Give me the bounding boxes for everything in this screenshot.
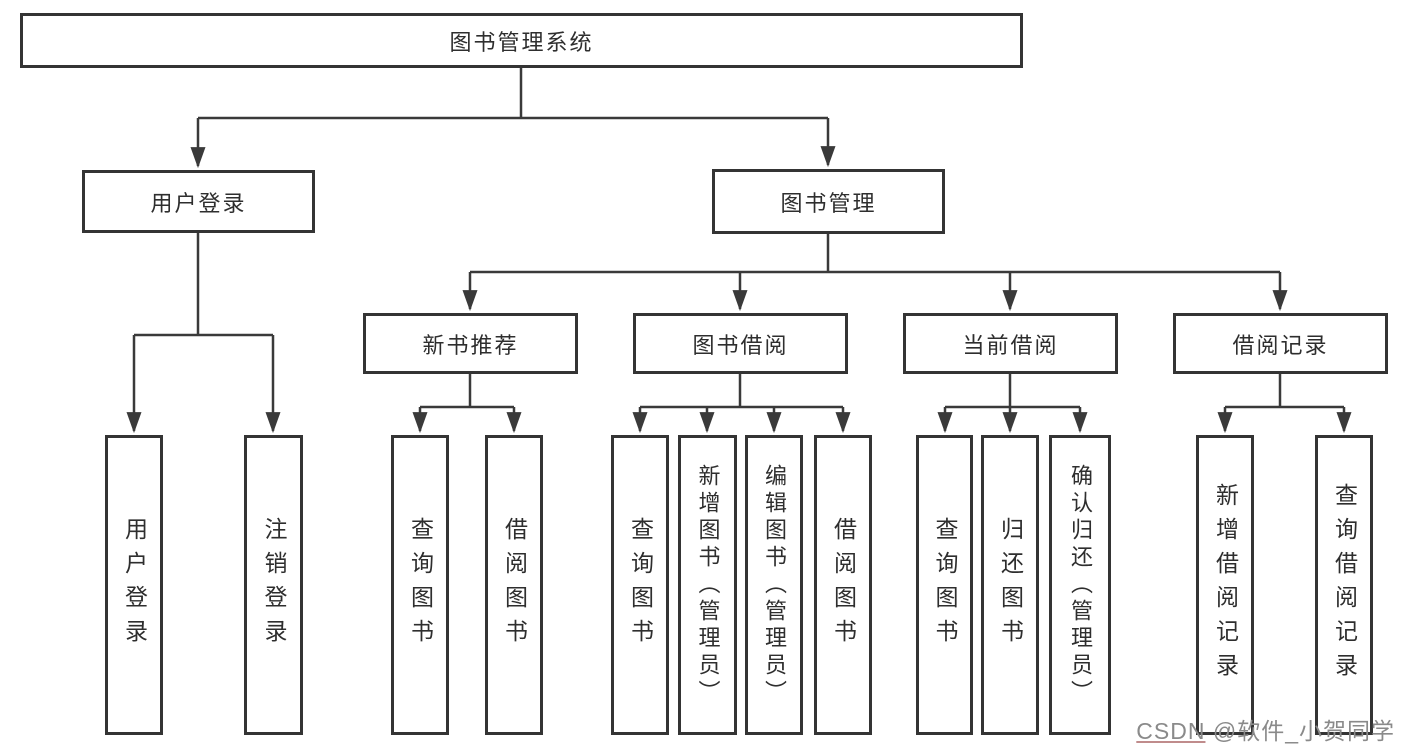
csdn-watermark-prefix: CSDN xyxy=(1136,718,1206,744)
leaf-logout: 注销登录 xyxy=(244,435,303,735)
leaf-add-book-admin-label: 新增图书（管理员） xyxy=(695,463,721,707)
leaf-query-books-2-label: 查询图书 xyxy=(627,517,654,653)
leaf-borrow-books-2-label: 借阅图书 xyxy=(830,517,857,653)
leaf-query-borrow-record-label: 查询借阅记录 xyxy=(1331,483,1358,687)
leaf-edit-book-admin-label: 编辑图书（管理员） xyxy=(762,463,787,707)
node-root-label: 图书管理系统 xyxy=(449,29,594,55)
node-book-management-label: 图书管理 xyxy=(780,190,877,216)
leaf-confirm-return-admin: 确认归还（管理员） xyxy=(1049,435,1111,735)
leaf-borrow-books-1-label: 借阅图书 xyxy=(501,517,528,653)
leaf-user-login-label: 用户登录 xyxy=(121,517,148,653)
leaf-return-book: 归还图书 xyxy=(981,435,1039,735)
leaf-confirm-return-admin-label: 确认归还（管理员） xyxy=(1068,463,1093,707)
node-book-management: 图书管理 xyxy=(712,169,945,234)
leaf-query-books-1: 查询图书 xyxy=(391,435,449,735)
node-new-book-recommendation: 新书推荐 xyxy=(363,313,578,374)
node-current-borrowing-label: 当前借阅 xyxy=(962,332,1059,358)
leaf-logout-label: 注销登录 xyxy=(261,517,287,653)
leaf-query-books-1-label: 查询图书 xyxy=(407,517,434,653)
leaf-query-books-3-label: 查询图书 xyxy=(932,517,958,653)
leaf-return-book-label: 归还图书 xyxy=(997,517,1024,653)
leaf-query-books-3: 查询图书 xyxy=(916,435,973,735)
leaf-borrow-books-1: 借阅图书 xyxy=(485,435,543,735)
node-borrowing-records: 借阅记录 xyxy=(1173,313,1388,374)
leaf-query-borrow-record: 查询借阅记录 xyxy=(1315,435,1373,735)
node-book-borrowing-label: 图书借阅 xyxy=(692,332,789,358)
node-book-borrowing: 图书借阅 xyxy=(633,313,848,374)
leaf-borrow-books-2: 借阅图书 xyxy=(814,435,872,735)
node-user-login-label: 用户登录 xyxy=(150,190,247,216)
leaf-user-login: 用户登录 xyxy=(105,435,163,735)
leaf-add-borrow-record-label: 新增借阅记录 xyxy=(1212,483,1239,687)
leaf-add-borrow-record: 新增借阅记录 xyxy=(1196,435,1254,735)
node-root: 图书管理系统 xyxy=(20,13,1023,68)
leaf-edit-book-admin: 编辑图书（管理员） xyxy=(745,435,803,735)
leaf-query-books-2: 查询图书 xyxy=(611,435,669,735)
node-borrowing-records-label: 借阅记录 xyxy=(1232,332,1329,358)
node-current-borrowing: 当前借阅 xyxy=(903,313,1118,374)
node-user-login: 用户登录 xyxy=(82,170,315,233)
node-new-book-recommendation-label: 新书推荐 xyxy=(422,332,519,358)
leaf-add-book-admin: 新增图书（管理员） xyxy=(678,435,737,735)
csdn-watermark-handle: @软件_小贺同学 xyxy=(1205,718,1395,744)
csdn-watermark: CSDN @软件_小贺同学 xyxy=(1136,712,1395,746)
